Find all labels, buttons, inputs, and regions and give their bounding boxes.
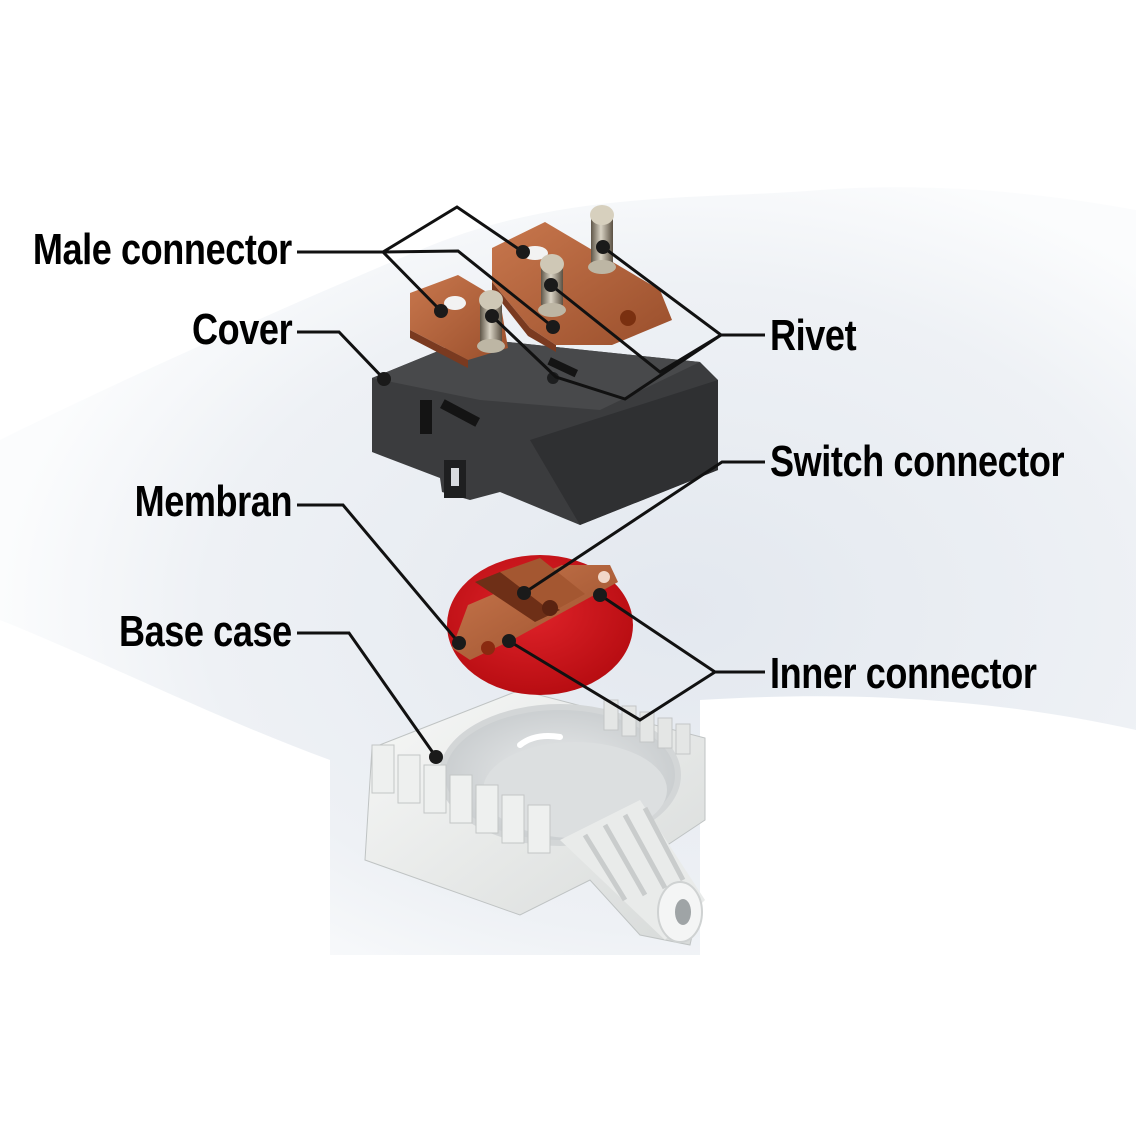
anchor-dot (485, 309, 499, 323)
label-switch-connector: Switch connector (770, 437, 1065, 486)
leader-line-cover (297, 330, 386, 381)
label-base-case: Base case (119, 607, 292, 656)
anchor-dot (429, 750, 443, 764)
anchor-dot (516, 245, 530, 259)
leader-lines (297, 205, 765, 758)
leader-line-male-connector (297, 205, 524, 254)
leader-line-rivet (550, 283, 722, 374)
anchor-dot (517, 586, 531, 600)
leader-line-male-connector (381, 250, 443, 313)
label-cover: Cover (191, 305, 293, 354)
switch-connector-part (452, 558, 618, 660)
leader-line-switch-connector (523, 460, 765, 595)
anchor-dot (544, 278, 558, 292)
anchor-dot (593, 588, 607, 602)
anchor-dots (377, 240, 610, 764)
leader-line-inner-connector (508, 639, 716, 722)
anchor-dot (502, 634, 516, 648)
nozzle (560, 800, 705, 943)
anchor-dot (434, 304, 448, 318)
leader-line-membran (297, 503, 461, 644)
leader-line-base-case (297, 631, 438, 758)
rivet-part (477, 205, 616, 353)
anchor-dot (377, 372, 391, 386)
leader-line-male-connector (382, 249, 554, 329)
label-rivet: Rivet (770, 311, 857, 360)
base-case-part (364, 689, 706, 946)
anchor-dot (596, 240, 610, 254)
label-inner-connector: Inner connector (770, 649, 1037, 698)
anchor-dot (452, 636, 466, 650)
label-membran: Membran (134, 477, 292, 526)
label-male-connector: Male connector (33, 225, 292, 274)
leader-line-rivet (490, 314, 722, 401)
anchor-dot (546, 320, 560, 334)
